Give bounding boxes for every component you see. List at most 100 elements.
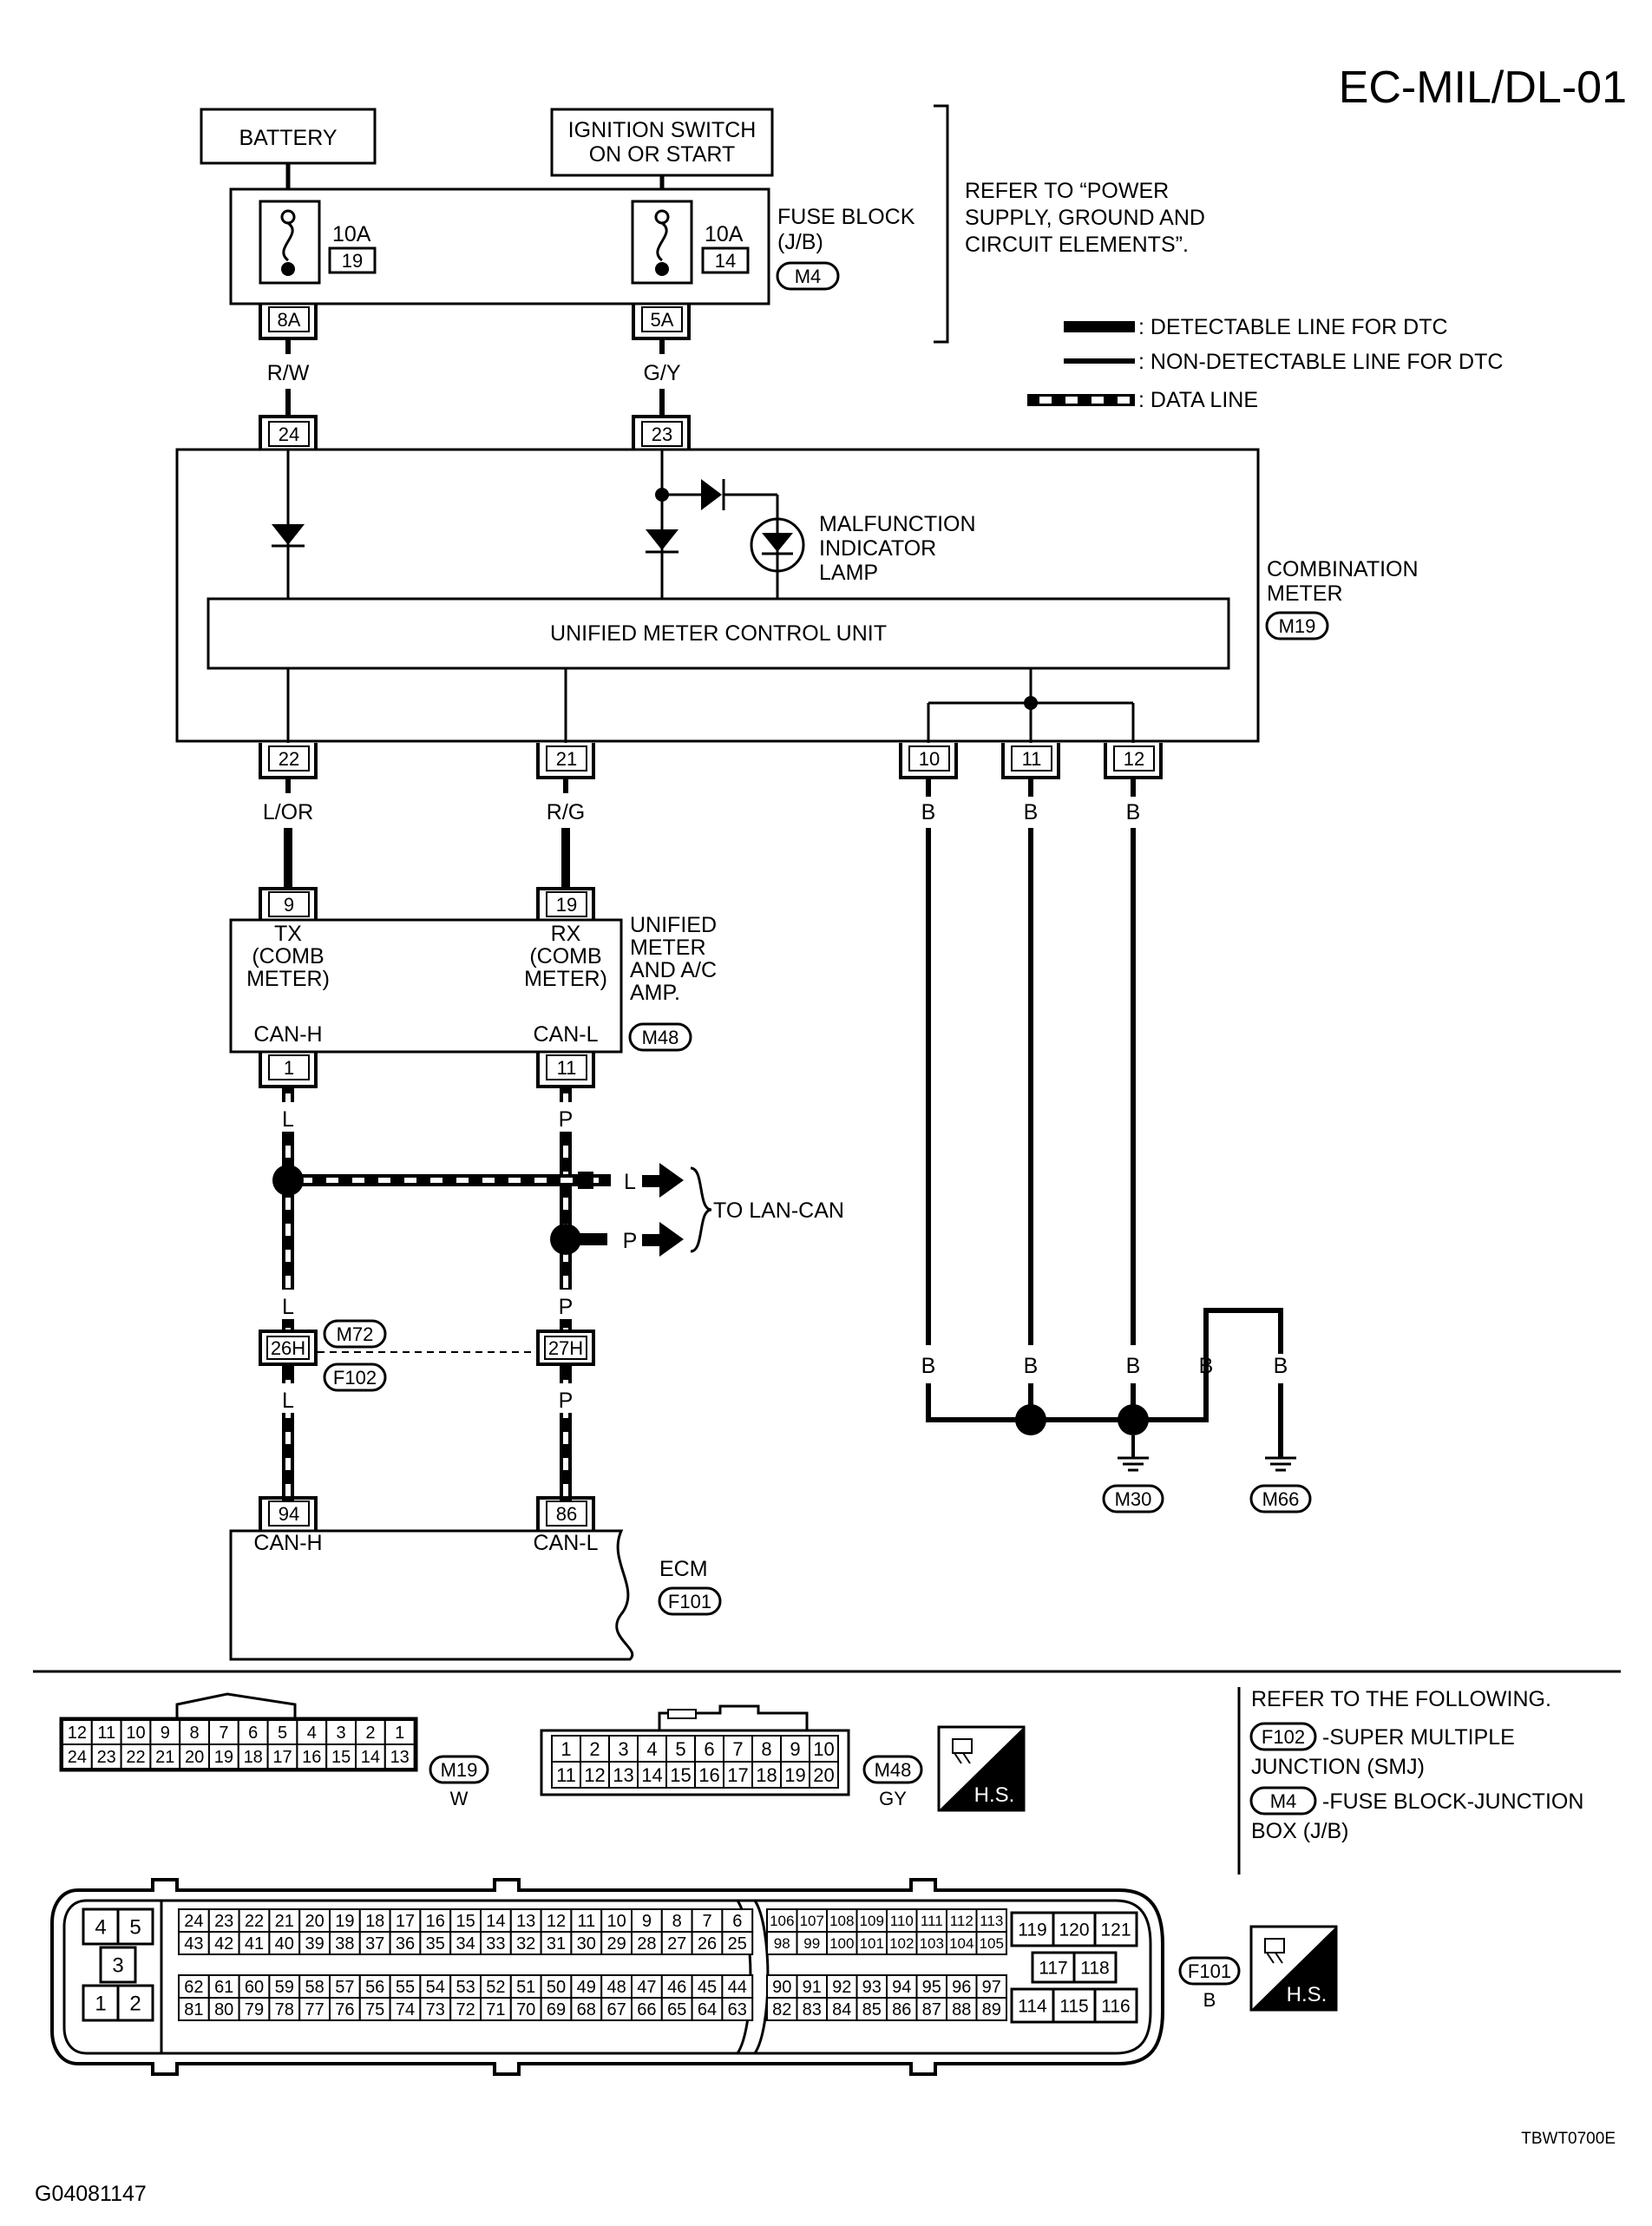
connector-pin-label: 57 [335, 1978, 354, 1997]
legend: : DETECTABLE LINE FOR DTC : NON-DETECTAB… [1027, 315, 1503, 412]
can-h-branch: L [288, 1163, 684, 1198]
connector-pin-label: 94 [892, 1978, 911, 1997]
connector-pin-label: 24 [68, 1748, 87, 1767]
connector-pin-cell [540, 1931, 573, 1955]
connector-pin-label: 47 [637, 1978, 656, 1997]
ignition-switch-box: IGNITION SWITCH ON OR START [550, 108, 774, 177]
connector-pin-cell [660, 1974, 693, 1999]
connector-pin-label: 11 [556, 1764, 576, 1786]
connector-pin-label: 113 [980, 1913, 1003, 1929]
figure-id: TBWT0700E [1521, 2130, 1616, 2148]
wire-p-label: P [559, 1107, 574, 1132]
connector-pin-label: 75 [365, 2000, 384, 2019]
connector-pin-label: 86 [892, 2000, 911, 2019]
connector-pin-cell [266, 1743, 298, 1770]
connector-pin-label: 120 [1059, 1921, 1089, 1940]
connector-pin-label: 4 [646, 1738, 657, 1760]
connector-pin-label: 2 [129, 1993, 141, 2016]
connector-pin-cell [809, 1761, 839, 1789]
connector-pin-cell [660, 1997, 693, 2021]
amp-name-line1: UNIFIED [630, 913, 717, 937]
connector-pin-label: 71 [486, 2000, 505, 2019]
connector-pin-label: 81 [184, 2000, 203, 2019]
refer-box-heading: REFER TO THE FOLLOWING. [1251, 1687, 1551, 1711]
wire-b-label: B [921, 800, 936, 824]
connector-pin-cell [358, 1997, 391, 2021]
connector-pin-label: 93 [862, 1978, 882, 1997]
diode-icon [646, 529, 678, 550]
connector-pin-label: 103 [920, 1935, 944, 1952]
connector-m19-name: M19 [441, 1759, 478, 1781]
connector-pin-label: 72 [456, 2000, 475, 2019]
connector-pin-label: 30 [577, 1934, 596, 1953]
refer-m4-connector: M4 [1270, 1790, 1297, 1812]
wire-l-label: L [624, 1170, 636, 1194]
connector-pin-label: 119 [1018, 1921, 1046, 1940]
svg-text:12: 12 [1124, 748, 1144, 770]
pin-21: 21 [536, 743, 595, 779]
connector-pin-label: 108 [829, 1913, 854, 1929]
pin-86: 86 [536, 1496, 595, 1531]
connector-pin-cell [665, 1761, 696, 1789]
connector-pin-label: 98 [774, 1935, 790, 1952]
connector-pin-label: 4 [307, 1724, 317, 1743]
junction-dot [550, 1224, 581, 1255]
connector-pin-cell [207, 1997, 240, 2021]
connector-pin-label: 14 [361, 1748, 380, 1767]
connector-pin-cell [120, 1743, 152, 1770]
pin-24: 24 [259, 415, 318, 450]
control-unit-label: UNIFIED METER CONTROL UNIT [550, 621, 887, 646]
connector-pin-label: 44 [728, 1978, 747, 1997]
connector-pin-cell [208, 1719, 239, 1745]
diode-icon [272, 524, 305, 545]
connector-pin-label: 20 [185, 1748, 204, 1767]
connector-pin-cell [116, 1908, 154, 1946]
connector-pin-label: 96 [952, 1978, 971, 1997]
connector-pin-label: 9 [642, 1912, 652, 1931]
connector-pin-label: 13 [516, 1912, 535, 1931]
connector-pin-label: 82 [772, 2000, 791, 2019]
connector-pin-cell [694, 1735, 724, 1763]
connector-pin-cell [826, 1931, 858, 1955]
junction-dot [1015, 1404, 1046, 1435]
connector-pin-cell [975, 1997, 1007, 2021]
connector-pin-label: 8 [761, 1738, 771, 1760]
connector-pin-cell [329, 1908, 361, 1933]
connector-pin-label: 49 [577, 1978, 596, 1997]
connector-pin-label: 12 [68, 1724, 87, 1743]
connector-pin-cell [149, 1743, 181, 1770]
connector-m48-color: GY [879, 1788, 907, 1809]
connector-pin-label: 13 [613, 1764, 633, 1786]
ground-m30-tag [1102, 1484, 1164, 1514]
connector-pin-label: 17 [727, 1764, 748, 1786]
connector-pin-label: 7 [702, 1912, 711, 1931]
connector-pin-cell [237, 1743, 269, 1770]
connector-pin-label: 7 [732, 1738, 743, 1760]
connector-pin-label: 9 [790, 1738, 800, 1760]
combination-meter-label-line1: COMBINATION [1267, 557, 1419, 581]
connector-pin-label: 62 [184, 1978, 203, 1997]
connector-pin-cell [389, 1997, 422, 2021]
connector-pin-label: 25 [728, 1934, 747, 1953]
mil-label-line1: MALFUNCTION [819, 512, 976, 536]
wire-p-label: P [623, 1229, 638, 1253]
junction-connector-m72: M72 [337, 1323, 374, 1345]
pin-23: 23 [632, 415, 691, 450]
terminal-5a: 5A [632, 304, 691, 340]
connector-pin-label: 100 [829, 1935, 854, 1952]
connector-pin-label: 102 [889, 1935, 914, 1952]
connector-pin-cell [691, 1997, 724, 2021]
connector-pin-label: 7 [219, 1724, 228, 1743]
connector-pin-label: 6 [248, 1724, 258, 1743]
connector-pin-label: 35 [426, 1934, 445, 1953]
connector-pin-cell [721, 1931, 754, 1955]
refer-f102-connector: F102 [1262, 1726, 1305, 1748]
document-id: G04081147 [35, 2182, 147, 2206]
ecm-label: ECM [659, 1557, 708, 1581]
pin-9: 9 [259, 887, 318, 920]
connector-pin-label: 4 [95, 1916, 106, 1940]
connector-pin-label: 21 [275, 1912, 294, 1931]
connector-pin-cell [660, 1908, 693, 1933]
ignition-label-line2: ON OR START [589, 142, 736, 167]
wire-b-label: B [1274, 1354, 1288, 1378]
